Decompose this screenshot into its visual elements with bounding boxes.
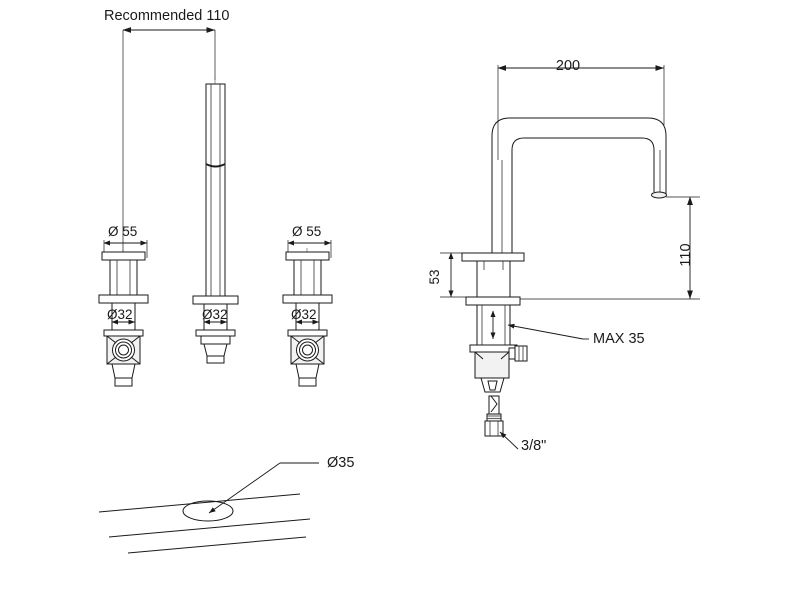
center-spout-nut: [200, 335, 231, 345]
left-handle-cap-flange: [101, 251, 146, 261]
left-valve-washer: [103, 329, 144, 337]
countertop-view: Ø35: [98, 455, 354, 554]
right-valve-tail: [295, 363, 320, 379]
label-d32-right: Ø32: [291, 307, 317, 322]
dimension-d32-center: Ø32: [202, 307, 228, 325]
spout-inner-profile: [511, 137, 655, 253]
label-max-35: MAX 35: [593, 331, 645, 347]
right-valve-tail-end: [298, 377, 317, 387]
side-outlet-nut: [514, 345, 528, 362]
right-valve-washer: [287, 329, 328, 337]
countertop-edge-middle: [108, 518, 311, 538]
side-deck-plate: [465, 296, 521, 306]
countertop-edge-bottom: [127, 536, 307, 554]
label-38-inch: 3/8": [521, 438, 546, 454]
countertop-hole: [182, 500, 234, 522]
right-handle-barrel: [293, 259, 322, 296]
left-handle-escutcheon: [98, 294, 149, 304]
left-valve-tail: [111, 363, 136, 379]
dimension-body-height: 53: [427, 252, 470, 298]
callout-max-35: MAX 35: [507, 323, 645, 347]
front-view: Recommended 110 Ø 55: [98, 8, 333, 387]
supply-fitting-assembly: [484, 395, 504, 437]
label-110: 110: [678, 243, 694, 266]
left-valve-nut-inner: [118, 344, 129, 356]
side-body-barrel: [476, 260, 511, 298]
right-valve-nut-mid: [299, 341, 316, 359]
right-handle-cap-flange: [285, 251, 330, 261]
callout-supply-38: 3/8": [499, 431, 546, 454]
label-d55-left: Ø 55: [108, 224, 137, 239]
label-d35: Ø35: [327, 455, 354, 471]
dimension-d32-right: Ø32: [291, 307, 319, 325]
hole-leader-angled: [208, 462, 281, 514]
supply-stem: [488, 395, 500, 415]
supply-hex-nut: [484, 420, 504, 437]
dimension-recommended-spacing: Recommended 110: [104, 8, 229, 262]
label-recommended-110: Recommended 110: [104, 8, 229, 24]
side-tail-taper: [480, 377, 505, 393]
dimension-d55-right: Ø 55: [287, 224, 332, 258]
left-handle-barrel: [109, 259, 138, 296]
side-base-flange: [461, 252, 525, 262]
right-valve-nut-inner: [302, 344, 313, 356]
center-spout-flange: [192, 295, 239, 305]
center-spout-taper: [203, 343, 228, 357]
label-53: 53: [427, 269, 442, 284]
center-spout-tail: [206, 355, 225, 364]
center-spout-tube: [205, 83, 226, 297]
left-valve-nut-mid: [115, 341, 132, 359]
dimension-spout-reach: 200: [497, 58, 665, 160]
callout-hole-diameter: Ø35: [208, 455, 354, 514]
left-handle-assembly: Ø 55 Ø32: [98, 224, 149, 387]
left-valve-tail-end: [114, 377, 133, 387]
supply-thread: [486, 413, 502, 422]
center-spout-washer: [195, 329, 236, 337]
dimension-spout-height: 110: [515, 196, 700, 300]
label-200: 200: [556, 58, 580, 74]
right-handle-assembly: Ø 55 Ø32: [282, 224, 333, 387]
center-spout-joint: [206, 163, 225, 168]
side-tail-bore: [487, 380, 498, 391]
right-handle-escutcheon: [282, 294, 333, 304]
label-d32-left: Ø32: [107, 307, 133, 322]
spout-outlet: [651, 191, 667, 199]
dimension-d32-left: Ø32: [107, 307, 135, 325]
label-d55-right: Ø 55: [292, 224, 321, 239]
side-view: 200 110: [427, 58, 700, 454]
countertop-edge-top: [98, 493, 301, 513]
spout-outer-profile: [491, 117, 667, 253]
label-d32-center: Ø32: [202, 307, 228, 322]
center-spout-assembly: Ø32: [192, 76, 239, 364]
